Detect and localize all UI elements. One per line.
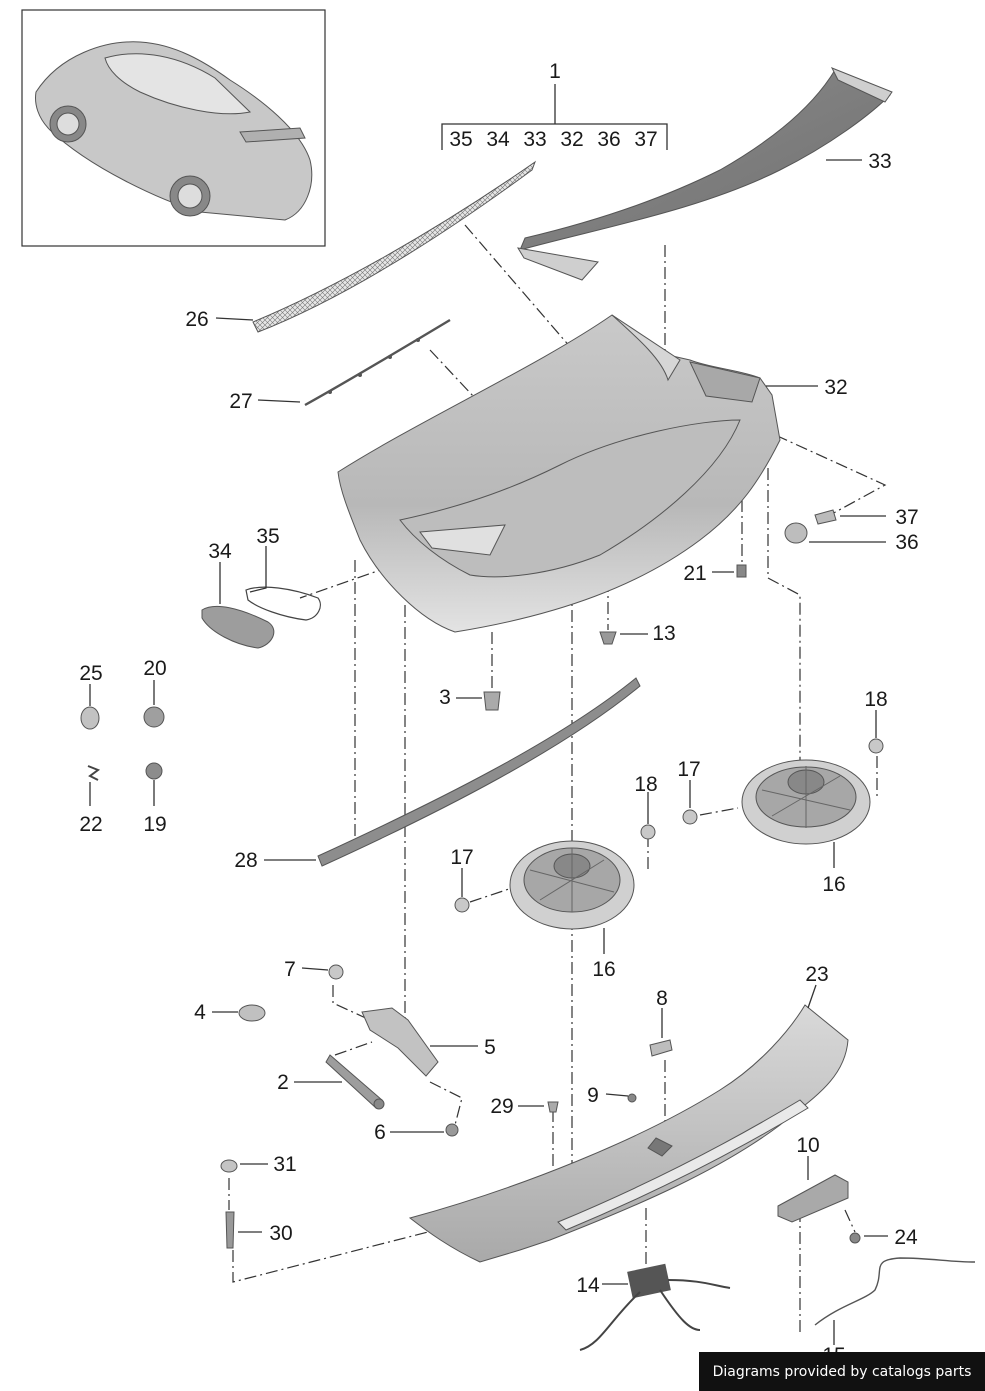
callout-13: 13 bbox=[652, 622, 675, 645]
callout-31: 31 bbox=[273, 1153, 296, 1176]
callout-16-left: 16 bbox=[592, 958, 615, 981]
callout-8: 8 bbox=[656, 987, 668, 1010]
spoiler-lip bbox=[317, 677, 641, 867]
rear-lid bbox=[337, 314, 781, 633]
callout-34: 34 bbox=[208, 540, 232, 563]
callout-14: 14 bbox=[576, 1274, 600, 1297]
callout-6: 6 bbox=[374, 1121, 386, 1144]
callout-29: 29 bbox=[490, 1095, 513, 1118]
callout-7: 7 bbox=[284, 958, 296, 981]
callout-26: 26 bbox=[185, 308, 208, 331]
sub-item-35: 35 bbox=[449, 128, 472, 151]
callout-group: 1 bbox=[549, 60, 561, 83]
callout-labels: 33 26 27 32 37 36 21 35 34 13 3 25 20 22… bbox=[79, 150, 918, 1367]
callout-2: 2 bbox=[277, 1071, 289, 1094]
cooling-fan-right bbox=[741, 759, 871, 845]
callout-22: 22 bbox=[79, 813, 102, 836]
callout-36: 36 bbox=[895, 531, 918, 554]
callout-20: 20 bbox=[143, 657, 166, 680]
callout-32: 32 bbox=[824, 376, 847, 399]
callout-10: 10 bbox=[796, 1134, 819, 1157]
sub-item-32: 32 bbox=[560, 128, 583, 151]
callout-17-right: 17 bbox=[677, 758, 700, 781]
group-header-1: 1 35 34 33 32 36 37 bbox=[441, 60, 668, 151]
sub-item-37: 37 bbox=[634, 128, 657, 151]
credit-banner: Diagrams provided by catalogs parts bbox=[699, 1352, 985, 1391]
callout-16-right: 16 bbox=[822, 873, 845, 896]
leader-lines bbox=[89, 159, 888, 1345]
callout-3: 3 bbox=[439, 686, 451, 709]
callout-4: 4 bbox=[194, 1001, 206, 1024]
under-panel bbox=[408, 1004, 849, 1263]
hinge-assembly bbox=[325, 1007, 439, 1110]
callout-35: 35 bbox=[256, 525, 279, 548]
callout-9: 9 bbox=[587, 1084, 599, 1107]
small-hardware bbox=[80, 509, 884, 1249]
callout-5: 5 bbox=[484, 1036, 496, 1059]
sub-item-33: 33 bbox=[523, 128, 546, 151]
callout-33: 33 bbox=[868, 150, 891, 173]
seal-strip bbox=[304, 318, 451, 407]
cooling-fan-left bbox=[509, 840, 635, 930]
callout-37: 37 bbox=[895, 506, 918, 529]
callout-25: 25 bbox=[79, 662, 102, 685]
sub-item-36: 36 bbox=[597, 128, 620, 151]
callout-28: 28 bbox=[234, 849, 257, 872]
callout-21: 21 bbox=[683, 562, 706, 585]
callout-24: 24 bbox=[894, 1226, 918, 1249]
callout-17-left: 17 bbox=[450, 846, 473, 869]
spoiler-wing bbox=[517, 67, 893, 281]
emblem-and-seal bbox=[201, 586, 321, 649]
callout-30: 30 bbox=[269, 1222, 292, 1245]
callout-23: 23 bbox=[805, 963, 828, 986]
vehicle-thumbnail bbox=[21, 9, 326, 247]
callout-18-left: 18 bbox=[634, 773, 657, 796]
mesh-grille bbox=[252, 160, 537, 333]
latch-harness bbox=[579, 1257, 976, 1351]
callout-18-right: 18 bbox=[864, 688, 887, 711]
sub-item-34: 34 bbox=[486, 128, 510, 151]
callout-27: 27 bbox=[229, 390, 252, 413]
callout-19: 19 bbox=[143, 813, 166, 836]
latch-bracket bbox=[777, 1174, 849, 1223]
